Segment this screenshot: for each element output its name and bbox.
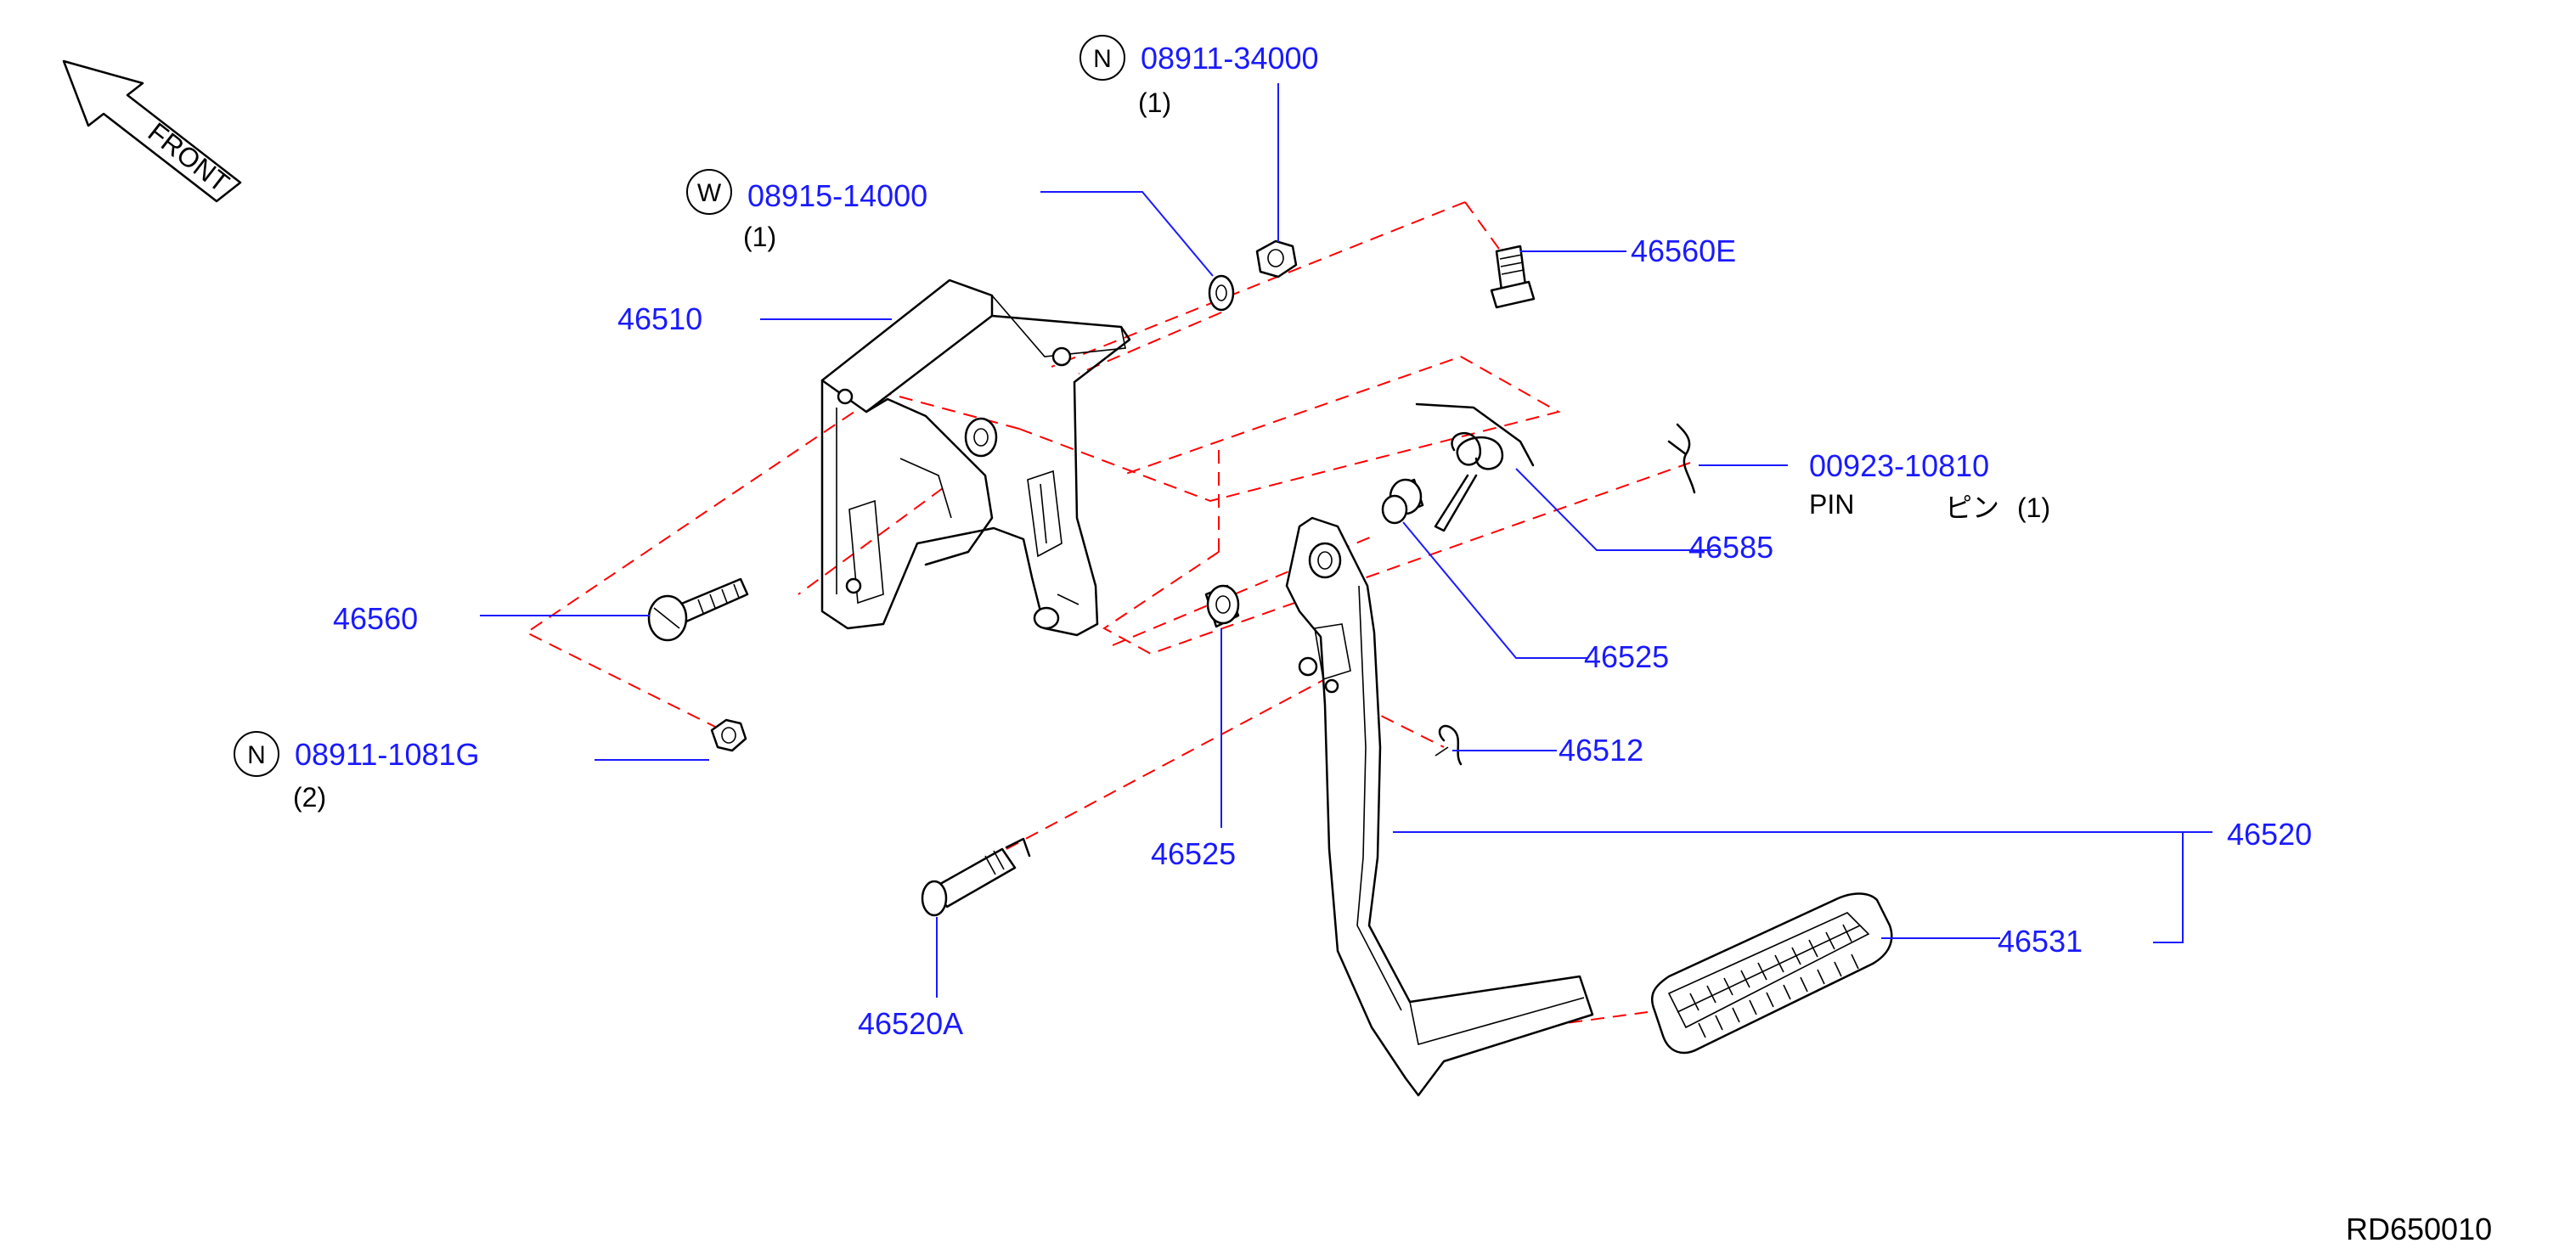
pedal-pad-46531 [1650, 892, 1893, 1055]
callout-08915-14000: W 08915-14000 (1) [686, 169, 927, 252]
clip-pin-00923-10810 [1667, 423, 1696, 494]
label-46585: 46585 [1688, 530, 1773, 565]
part-no-00923-10810: 00923-10810 [1809, 448, 1989, 483]
part-no-08911-34000: 08911-34000 [1141, 41, 1319, 76]
label-46510: 46510 [617, 301, 702, 336]
part-no-08915-14000: 08915-14000 [747, 178, 927, 213]
label-46512: 46512 [1559, 733, 1643, 768]
pedal-bracket-46510 [820, 278, 1131, 637]
qty-08911-34000: (1) [1138, 87, 1171, 118]
callout-08911-34000: N 08911-34000 (1) [1079, 35, 1319, 118]
return-spring-46585 [1415, 402, 1535, 532]
label-46520: 46520 [2227, 817, 2312, 852]
washer-08915-14000 [1208, 274, 1235, 312]
bushing-46525-lower [1204, 584, 1240, 628]
nut-symbol: N [1093, 45, 1112, 73]
label-46525-lower: 46525 [1151, 836, 1236, 871]
reference-code: RD650010 [2346, 1212, 2492, 1246]
callout-08911-1081G: N 08911-1081G (2) [234, 731, 480, 813]
stop-switch-46560E [1490, 245, 1536, 309]
label-46560: 46560 [333, 601, 418, 636]
nut-08911-1081G [710, 718, 747, 752]
exploded-view-lines [525, 201, 1691, 1032]
pin-name-jp: ピン [1945, 492, 1999, 523]
front-arrow-icon [62, 59, 242, 203]
label-46531: 46531 [1998, 924, 2083, 959]
label-46520A: 46520A [858, 1006, 963, 1041]
clip-46512 [1435, 724, 1463, 766]
nut-08911-34000 [1255, 239, 1298, 278]
label-46560E: 46560E [1631, 233, 1736, 268]
leader-lines [480, 83, 2212, 998]
part-no-08911-1081G: 08911-1081G [295, 737, 480, 772]
pin-qty: (1) [2017, 492, 2050, 523]
washer-symbol: W [697, 179, 722, 207]
callout-00923-10810: 00923-10810 PIN ピン (1) [1809, 448, 2050, 523]
qty-08915-14000: (1) [743, 222, 776, 252]
bolt-46560 [647, 577, 749, 642]
qty-08911-1081G: (2) [293, 782, 326, 813]
clevis-pin-46520A [921, 837, 1031, 917]
pin-name: PIN [1809, 489, 1854, 520]
front-label: FRONT [143, 116, 235, 198]
nut-symbol: N [247, 741, 266, 769]
pedal-arm-46520 [1285, 516, 1594, 1097]
bushing-46525-upper [1381, 478, 1424, 525]
label-46525-upper: 46525 [1584, 639, 1669, 674]
